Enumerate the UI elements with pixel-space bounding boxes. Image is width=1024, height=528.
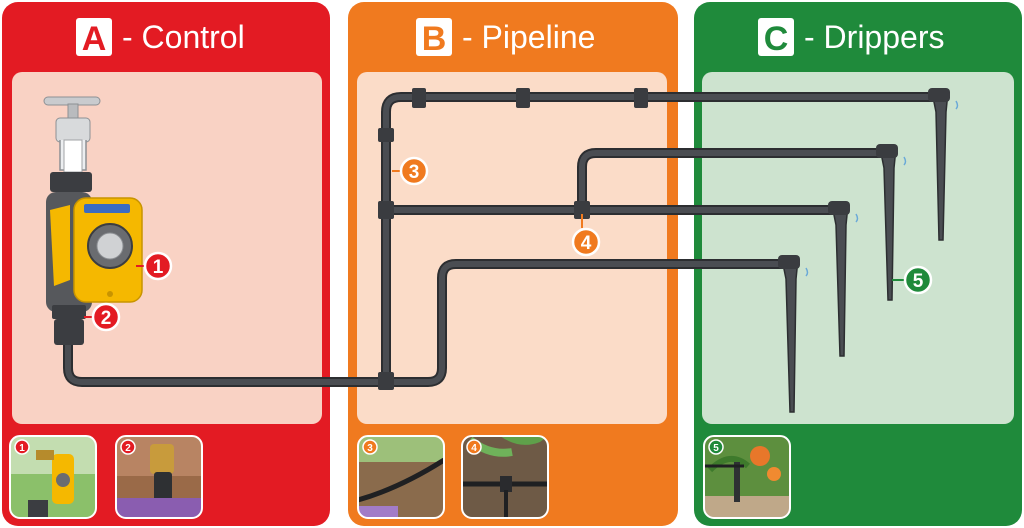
callout-badges: 1 2 3 4 5 [91,156,933,332]
section-c-letter-box [758,18,794,56]
thumbnail-dripper-pot: 5 [703,435,791,519]
thumbnail-number: 4 [471,443,477,454]
callout-badge-3: 3 [399,156,429,186]
callout-badge-4: 4 [571,227,601,257]
dripper-stake [778,255,809,413]
section-b-letter: B [422,20,447,58]
pipe-connectors [378,88,648,390]
timer-button [107,291,113,297]
section-b-letter-box [416,18,452,56]
dripper-stake [928,88,959,241]
section-b-inner [357,72,667,424]
section-b-title: - Pipeline [462,19,595,55]
section-c-inner [702,72,1014,424]
tee-connector [378,201,394,219]
pipe-clip [412,88,426,108]
timer-brand-label [84,204,130,213]
section-a-letter: A [82,20,107,58]
pipe-clip [516,88,530,108]
section-a-inner [12,72,322,424]
pipe-fill [65,94,943,385]
dripper-stake [876,144,907,301]
callout-number: 4 [581,233,592,254]
pipe-clip [634,88,648,108]
callout-number: 1 [153,257,164,278]
section-a-letter-box [76,18,112,56]
outdoor-tap-icon [43,96,101,173]
callout-badge-1: 1 [143,251,173,281]
tee-connector [574,201,590,219]
tap-connector [50,172,92,192]
callout-badge-5: 5 [903,265,933,295]
callout-number: 2 [101,308,112,329]
dripper-stake [828,201,859,357]
pipe-network [63,88,945,390]
thumbnail-pipe-soil: 3 [357,435,445,519]
tap-and-timer [43,96,143,345]
timer-dial-knob [96,232,124,260]
thumbnail-number: 5 [713,443,719,454]
tee-connector [378,372,394,390]
callout-number: 5 [913,271,924,292]
drippers [778,88,959,413]
pipe-end-connector [54,319,84,345]
section-c-title: - Drippers [804,19,944,55]
thumbnail-tee-connector: 4 [461,435,549,519]
section-a-title: - Control [122,19,245,55]
section-c-letter: C [764,20,789,58]
thumbnail-number: 3 [367,443,373,454]
pipe-clip [378,128,394,142]
timer-side-panel [50,205,70,286]
callout-badge-2: 2 [91,302,121,332]
thumbnail-water-timer: 1 [9,435,97,519]
thumbnail-number: 2 [125,443,131,454]
thumbnail-tap-connector: 2 [115,435,203,519]
thumbnail-number: 1 [19,443,25,454]
callout-number: 3 [409,162,420,183]
pipe-adaptor [52,305,86,319]
